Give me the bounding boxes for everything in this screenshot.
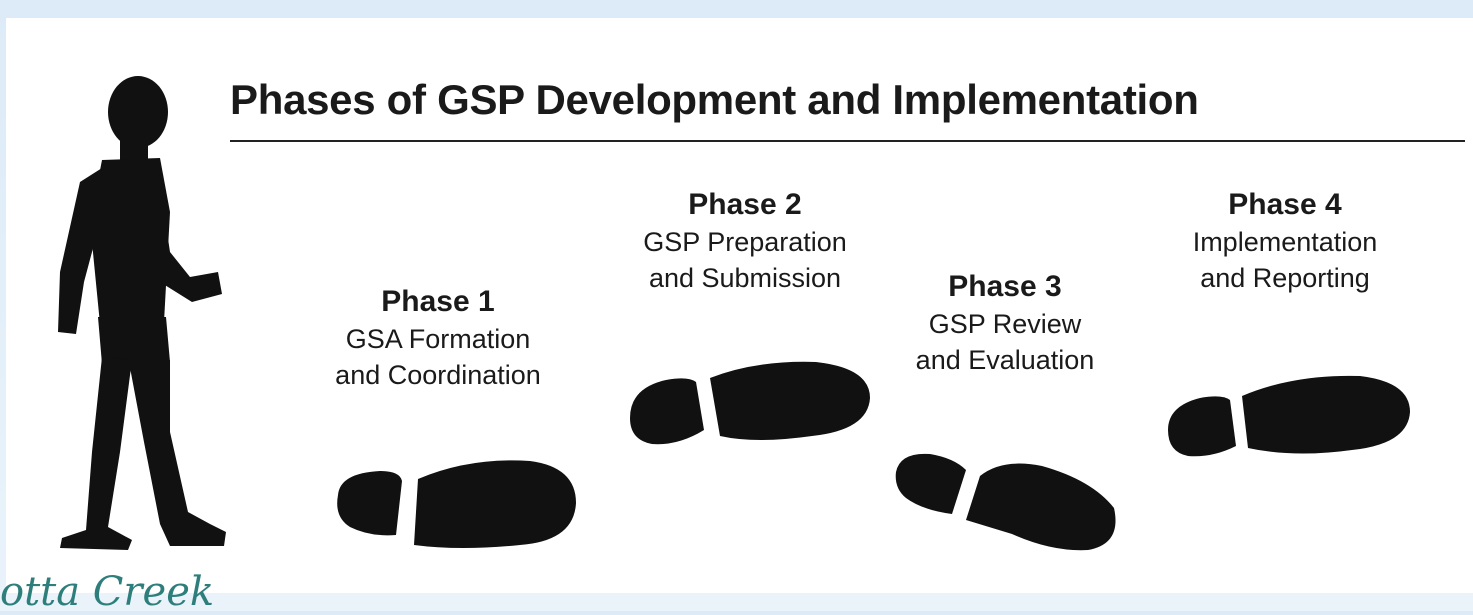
- phase-4-line-1: Implementation: [1192, 227, 1378, 257]
- footprint-icon-phase-3: [895, 453, 1116, 551]
- phase-3-label: Phase 3 GSP Review and Evaluation: [895, 268, 1115, 378]
- phase-2-label: Phase 2 GSP Preparation and Submission: [620, 186, 870, 296]
- phase-4-label: Phase 4 Implementation and Reporting: [1160, 186, 1410, 296]
- phase-3-line-2: and Evaluation: [915, 345, 1095, 375]
- footprint-icon-phase-2: [630, 361, 870, 445]
- walking-person-icon: [58, 76, 226, 550]
- phase-2-line-2: and Submission: [648, 263, 842, 293]
- phase-1-heading: Phase 1: [381, 285, 495, 318]
- footer-brand-logo: otta Creek: [0, 569, 215, 615]
- phase-1-line-1: GSA Formation: [345, 324, 531, 354]
- phase-4-line-2: and Reporting: [1200, 263, 1370, 293]
- diagram-canvas: [6, 18, 1473, 593]
- phase-1-label: Phase 1 GSA Formation and Coordination: [318, 283, 558, 393]
- phase-3-heading: Phase 3: [948, 270, 1062, 303]
- diagram-title: Phases of GSP Development and Implementa…: [230, 76, 1199, 123]
- phase-1-line-2: and Coordination: [335, 360, 541, 390]
- phase-2-line-1: GSP Preparation: [643, 227, 847, 257]
- phase-3-line-1: GSP Review: [928, 309, 1082, 339]
- footprint-icon-phase-4: [1168, 375, 1410, 457]
- footprint-icon-phase-1: [337, 460, 576, 548]
- phase-4-heading: Phase 4: [1228, 188, 1342, 221]
- title-divider: [230, 140, 1465, 142]
- phase-2-heading: Phase 2: [688, 188, 802, 221]
